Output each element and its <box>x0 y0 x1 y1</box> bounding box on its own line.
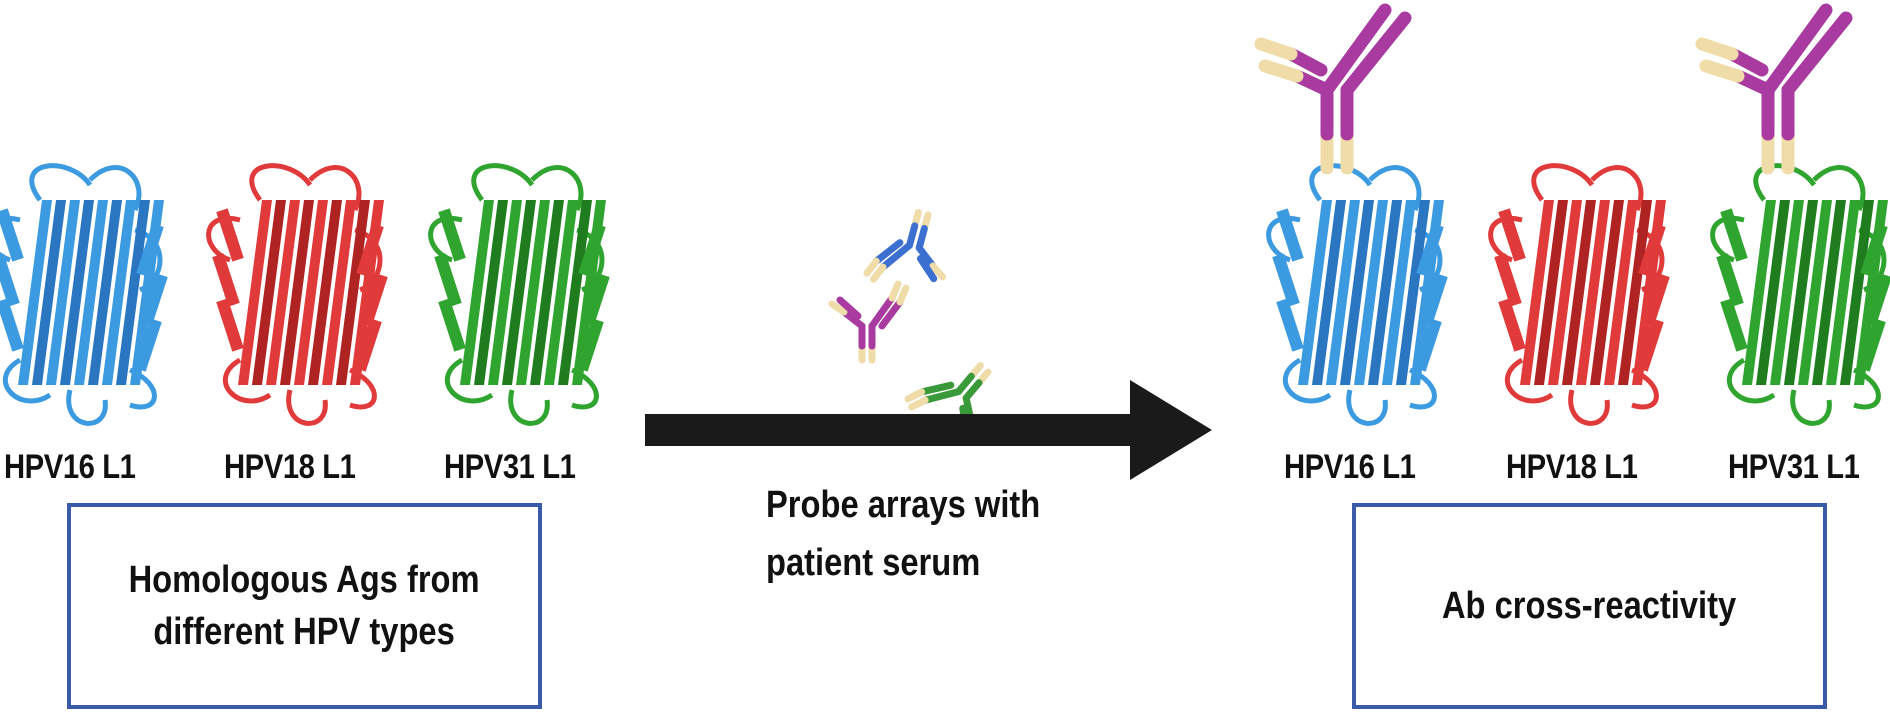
homologous-ags-text: Homologous Ags from different HPV types <box>128 559 480 653</box>
protein-hpv16-right <box>1266 163 1448 426</box>
homologous-ags-box: Homologous Ags from different HPV types <box>67 503 542 709</box>
bound-antibody-hpv16 <box>1261 10 1405 168</box>
protein-hpv16-left <box>0 163 168 426</box>
free-antibody-blue <box>866 204 957 297</box>
protein-hpv31-right <box>1710 163 1890 426</box>
process-arrow <box>645 380 1212 480</box>
protein-label-hpv16-right: HPV16 L1 <box>1284 448 1416 486</box>
cross-reactivity-box: Ab cross-reactivity <box>1352 503 1827 709</box>
arrow-caption: Probe arrays with patient serum <box>766 484 1041 584</box>
protein-label-hpv18-left: HPV18 L1 <box>224 448 356 486</box>
protein-hpv18-right <box>1488 163 1670 426</box>
bound-antibody-hpv31 <box>1702 10 1846 168</box>
protein-hpv31-left <box>428 163 610 426</box>
cross-reactivity-text: Ab cross-reactivity <box>1442 585 1737 627</box>
protein-label-hpv16-left: HPV16 L1 <box>4 448 136 486</box>
protein-hpv18-left <box>206 163 388 426</box>
protein-label-hpv31-right: HPV31 L1 <box>1728 448 1860 486</box>
protein-label-hpv18-right: HPV18 L1 <box>1506 448 1638 486</box>
protein-label-hpv31-left: HPV31 L1 <box>444 448 576 486</box>
free-antibody-magenta <box>832 284 906 360</box>
